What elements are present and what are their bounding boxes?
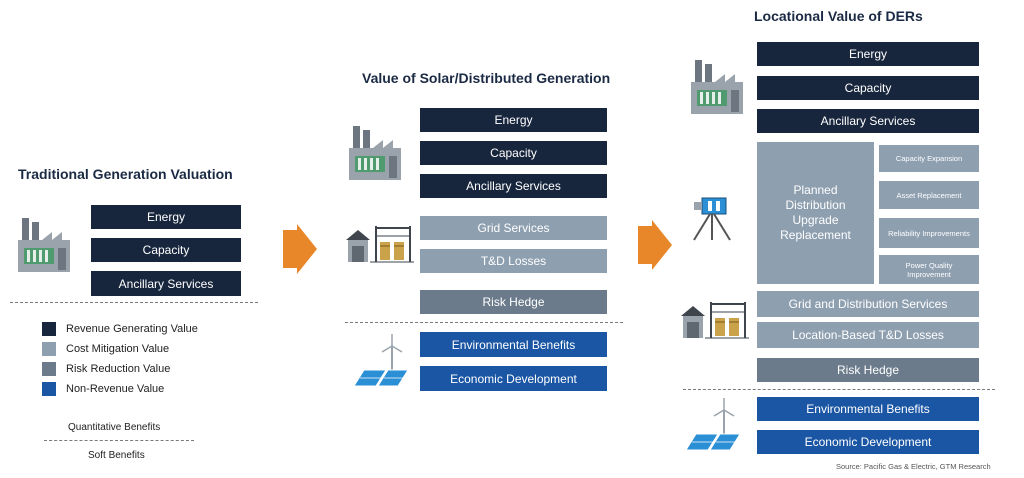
traditional-title: Traditional Generation Valuation bbox=[18, 166, 233, 182]
solar-title: Value of Solar/Distributed Generation bbox=[362, 70, 611, 86]
note-quantitative: Quantitative Benefits bbox=[68, 422, 161, 433]
solar-td-losses: T&D Losses bbox=[420, 249, 607, 273]
solar-economic: Economic Development bbox=[420, 366, 607, 391]
locational-power-quality: Power Quality Improvement bbox=[879, 255, 979, 284]
traditional-energy: Energy bbox=[91, 205, 241, 229]
locational-energy: Energy bbox=[757, 42, 979, 66]
substation-icon bbox=[346, 226, 414, 263]
locational-ancillary: Ancillary Services bbox=[757, 109, 979, 133]
solar-grid-services: Grid Services bbox=[420, 216, 607, 240]
locational-capacity-expansion: Capacity Expansion bbox=[879, 145, 979, 172]
traditional-ancillary: Ancillary Services bbox=[91, 271, 241, 296]
legend-label-risk: Risk Reduction Value bbox=[66, 363, 171, 375]
power-plant-icon bbox=[691, 60, 743, 114]
locational-reliability: Reliability Improvements bbox=[879, 218, 979, 248]
locational-title: Locational Value of DERs bbox=[754, 8, 923, 24]
notes-divider bbox=[44, 440, 194, 441]
wind-solar-icon bbox=[353, 334, 409, 387]
legend-label-nonrevenue: Non-Revenue Value bbox=[66, 383, 165, 395]
locational-planned: Planned Distribution Upgrade Replacement bbox=[757, 142, 874, 284]
solar-energy: Energy bbox=[420, 108, 607, 132]
locational-divider bbox=[683, 389, 995, 390]
legend-swatch-nonrevenue bbox=[42, 382, 56, 396]
traditional-divider bbox=[10, 302, 258, 303]
legend-label-cost: Cost Mitigation Value bbox=[66, 343, 170, 355]
locational-grid-distribution: Grid and Distribution Services bbox=[757, 291, 979, 317]
legend-swatch-cost bbox=[42, 342, 56, 356]
legend-label-revenue: Revenue Generating Value bbox=[66, 323, 198, 335]
locational-economic: Economic Development bbox=[757, 430, 979, 454]
locational-environmental: Environmental Benefits bbox=[757, 397, 979, 421]
solar-divider bbox=[345, 322, 623, 323]
locational-capacity: Capacity bbox=[757, 76, 979, 100]
note-soft: Soft Benefits bbox=[88, 450, 145, 461]
source-note: Source: Pacific Gas & Electric, GTM Rese… bbox=[836, 462, 991, 471]
locational-risk-hedge: Risk Hedge bbox=[757, 358, 979, 382]
arrow-right-icon bbox=[638, 220, 672, 270]
sensor-icon bbox=[693, 197, 731, 241]
locational-td-losses: Location-Based T&D Losses bbox=[757, 322, 979, 348]
traditional-capacity: Capacity bbox=[91, 238, 241, 262]
solar-capacity: Capacity bbox=[420, 141, 607, 165]
power-plant-icon bbox=[18, 218, 70, 272]
legend-swatch-revenue bbox=[42, 322, 56, 336]
locational-asset-replacement: Asset Replacement bbox=[879, 181, 979, 209]
solar-risk-hedge: Risk Hedge bbox=[420, 290, 607, 314]
power-plant-icon bbox=[349, 126, 401, 180]
solar-environmental: Environmental Benefits bbox=[420, 332, 607, 357]
wind-solar-icon bbox=[685, 398, 741, 451]
arrow-right-icon bbox=[283, 224, 317, 274]
legend-swatch-risk bbox=[42, 362, 56, 376]
solar-ancillary: Ancillary Services bbox=[420, 174, 607, 198]
substation-icon bbox=[681, 302, 749, 339]
